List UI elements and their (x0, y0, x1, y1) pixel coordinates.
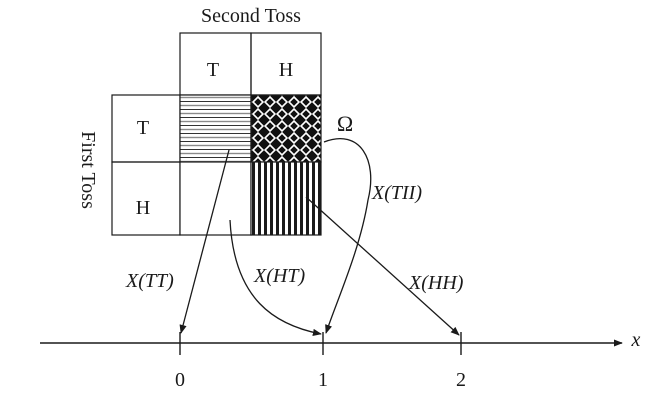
arrow-tt-to-0 (179, 149, 230, 334)
col-h-label: H (279, 59, 293, 81)
x-axis-variable: x (631, 329, 641, 351)
first-toss-label: First Toss (77, 131, 99, 209)
outcome-hh-cell (250, 161, 322, 236)
outcome-ht-cell (179, 161, 252, 236)
label-x-hh: X(HH) (408, 272, 464, 294)
col-t-label: T (207, 59, 219, 81)
row-t-label: T (137, 117, 149, 139)
label-x-th: X(TII) (371, 182, 422, 204)
tick-2-label: 2 (456, 369, 466, 391)
outcome-tt-cell (179, 94, 252, 163)
arrow-hh-to-2 (305, 196, 460, 336)
label-x-ht: X(HT) (253, 265, 305, 287)
outcome-th-cell (250, 94, 322, 163)
row-h-label: H (136, 197, 150, 219)
arrow-ht-to-1 (229, 219, 322, 336)
tick-1-label: 1 (318, 369, 328, 391)
label-x-tt: X(TT) (125, 270, 174, 292)
arrow-th-to-1 (323, 138, 372, 334)
omega-label: Ω (337, 111, 353, 136)
tick-0-label: 0 (175, 369, 185, 391)
second-toss-label: Second Toss (201, 5, 301, 27)
